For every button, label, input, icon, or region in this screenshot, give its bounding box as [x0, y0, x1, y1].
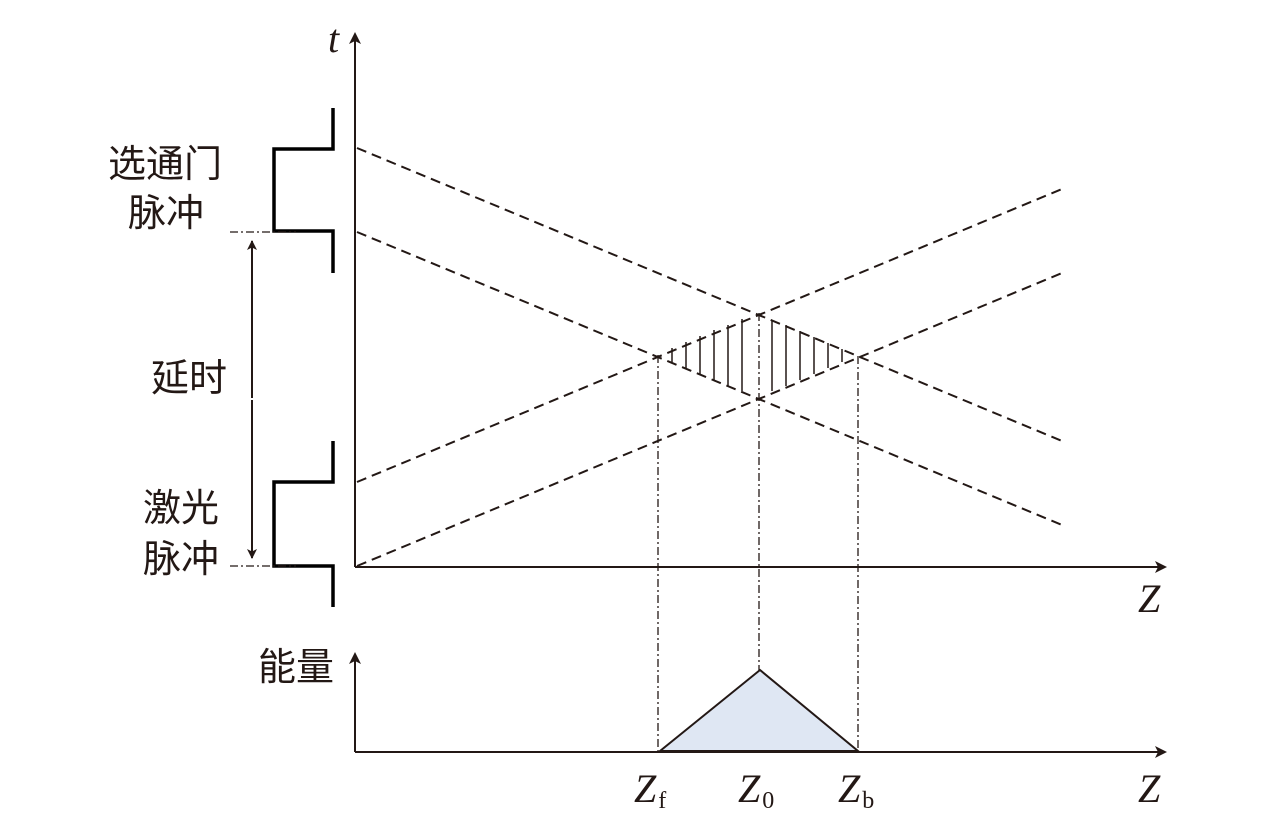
zb-label: Zb: [838, 766, 874, 814]
delay-label: 延时: [151, 356, 227, 400]
overlap-hatching: [671, 319, 843, 391]
gate-pulse-label-line1: 选通门: [108, 142, 222, 186]
laser-pulse-waveform: [272, 441, 335, 607]
zf-label: Zf: [634, 766, 666, 814]
z0-label: Z0: [738, 766, 774, 814]
laser-end-outgoing-line: [356, 272, 1063, 567]
energy-axis-label: 能量: [258, 645, 334, 689]
t-axis-label: t: [328, 16, 340, 61]
z-axis-top-label: Z: [1138, 576, 1161, 621]
laser-pulse-label-line2: 脉冲: [143, 537, 219, 581]
laser-start-outgoing-line: [356, 188, 1063, 483]
gate-end-return-line: [356, 231, 1063, 526]
z-axis-bottom-label: Z: [1138, 766, 1161, 811]
gate-pulse-waveform: [272, 108, 335, 273]
gate-start-return-line: [356, 147, 1063, 442]
energy-profile-triangle: [657, 668, 861, 752]
laser-pulse-label-line1: 激光: [143, 486, 219, 530]
gate-pulse-label-line2: 脉冲: [128, 191, 204, 235]
